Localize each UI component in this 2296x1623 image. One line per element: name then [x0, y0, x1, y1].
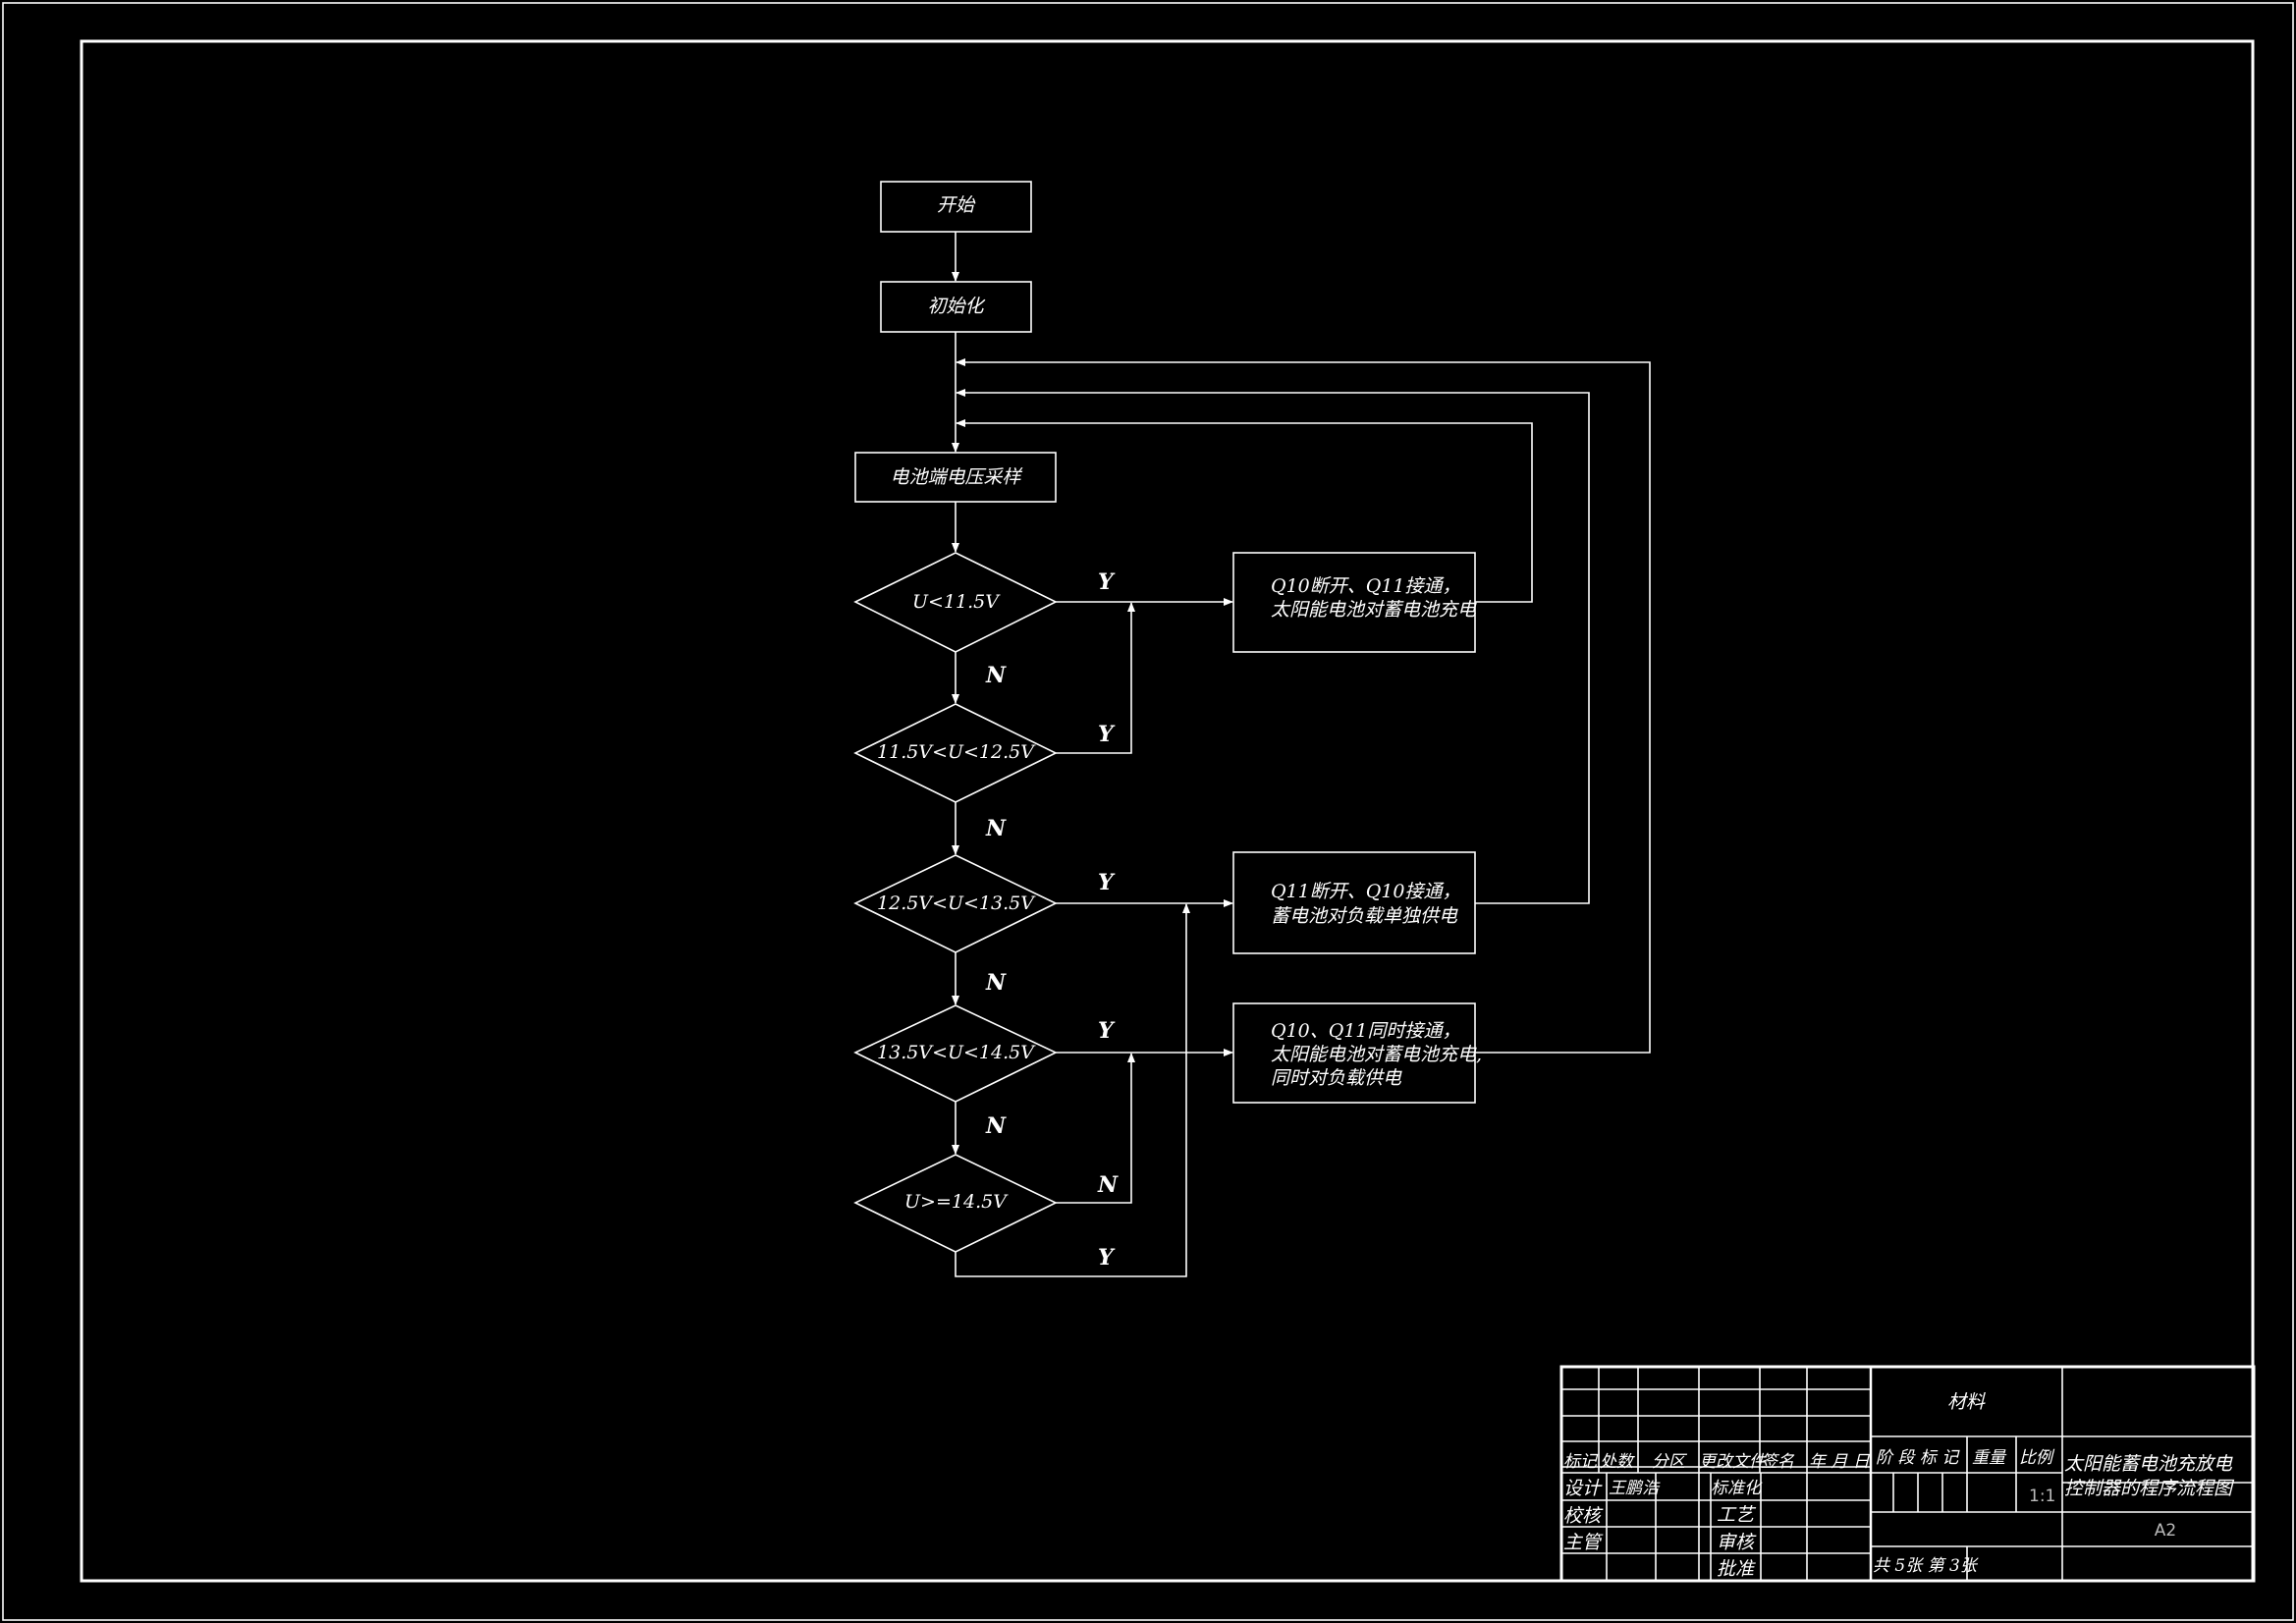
role-review: 审核	[1717, 1532, 1757, 1553]
loop-action1	[956, 419, 1533, 603]
decision-5-label: U>=14.5V	[904, 1191, 1009, 1213]
decision-4-label: 13.5V<U<14.5V	[877, 1042, 1036, 1063]
role-supervisor: 主管	[1563, 1532, 1604, 1553]
start-label: 开始	[937, 194, 976, 216]
role-design: 设计	[1563, 1478, 1603, 1499]
decision-1-label: U<11.5V	[912, 591, 1001, 613]
hdr-zone: 分区	[1652, 1452, 1688, 1472]
action-2-line-2: 蓄电池对负载单独供电	[1271, 905, 1458, 927]
decision-3-label: 12.5V<U<13.5V	[877, 893, 1036, 914]
sheet-size: A2	[2155, 1521, 2176, 1541]
no-label-1: N	[985, 663, 1007, 688]
action-3-line-3: 同时对负载供电	[1271, 1067, 1402, 1089]
hdr-signature: 签名	[1761, 1452, 1795, 1472]
no-label-5: N	[1097, 1172, 1119, 1198]
yes-label-2: Y	[1098, 722, 1116, 747]
loop-action2	[956, 389, 1590, 904]
flowchart: 开始 初始化 电池端电压采样 U<11.5V N 11.5V<U<12.5V N…	[853, 181, 1651, 1277]
drawing-title-line-1: 太阳能蓄电池充放电	[2064, 1453, 2233, 1475]
sample-label: 电池端电压采样	[890, 466, 1022, 488]
action-1-line-2: 太阳能电池对蓄电池充电	[1271, 599, 1477, 621]
init-label: 初始化	[927, 296, 985, 317]
yes-label-4: Y	[1098, 1018, 1116, 1044]
yes-label-5: Y	[1098, 1245, 1116, 1271]
hdr-mark: 标记	[1563, 1452, 1599, 1472]
no-label-4: N	[985, 1113, 1007, 1139]
scale-value: 1:1	[2029, 1487, 2055, 1506]
arrow-d2-join	[1056, 602, 1135, 754]
arrow-d5-join	[955, 903, 1190, 1277]
arrow-d5-no-join	[1056, 1053, 1135, 1204]
action-3-line-1: Q10、Q11同时接通，	[1271, 1020, 1461, 1042]
hdr-change-file: 更改文件	[1699, 1452, 1768, 1472]
no-label-3: N	[985, 970, 1007, 996]
drawing-title-line-2: 控制器的程序流程图	[2064, 1478, 2235, 1499]
action-3-line-2: 太阳能电池对蓄电池充电,	[1271, 1044, 1482, 1065]
role-approve: 批准	[1717, 1558, 1756, 1580]
sheet-info: 共 5张 第 3张	[1873, 1556, 1979, 1576]
yes-label-3: Y	[1098, 870, 1116, 895]
weight-header: 重量	[1972, 1448, 2007, 1468]
action-box-2	[1232, 851, 1476, 954]
hdr-date: 年 月 日	[1809, 1452, 1871, 1472]
designer-name: 王鹏浩	[1609, 1479, 1661, 1498]
material-label: 材料	[1947, 1391, 1986, 1413]
role-check: 校核	[1563, 1505, 1604, 1527]
role-standardize: 标准化	[1711, 1479, 1763, 1498]
inner-border	[80, 39, 2255, 1583]
yes-label-1: Y	[1098, 569, 1116, 595]
title-block-frame	[1559, 1365, 2256, 1583]
no-label-2: N	[985, 816, 1007, 841]
stage-mark-header: 阶 段 标 记	[1876, 1448, 1960, 1468]
decision-2-label: 11.5V<U<12.5V	[877, 741, 1036, 763]
action-2-line-1: Q11断开、Q10接通，	[1271, 881, 1461, 902]
action-1-line-1: Q10断开、Q11接通，	[1271, 575, 1461, 597]
hdr-count: 处数	[1600, 1452, 1635, 1472]
loop-action3	[956, 358, 1651, 1054]
scale-header: 比例	[2019, 1448, 2055, 1468]
role-process: 工艺	[1717, 1504, 1757, 1526]
title-block: 标记 处数 分区 更改文件 签名 年 月 日 设计 王鹏浩 校核 主管 标准化 …	[1559, 1365, 2256, 1583]
